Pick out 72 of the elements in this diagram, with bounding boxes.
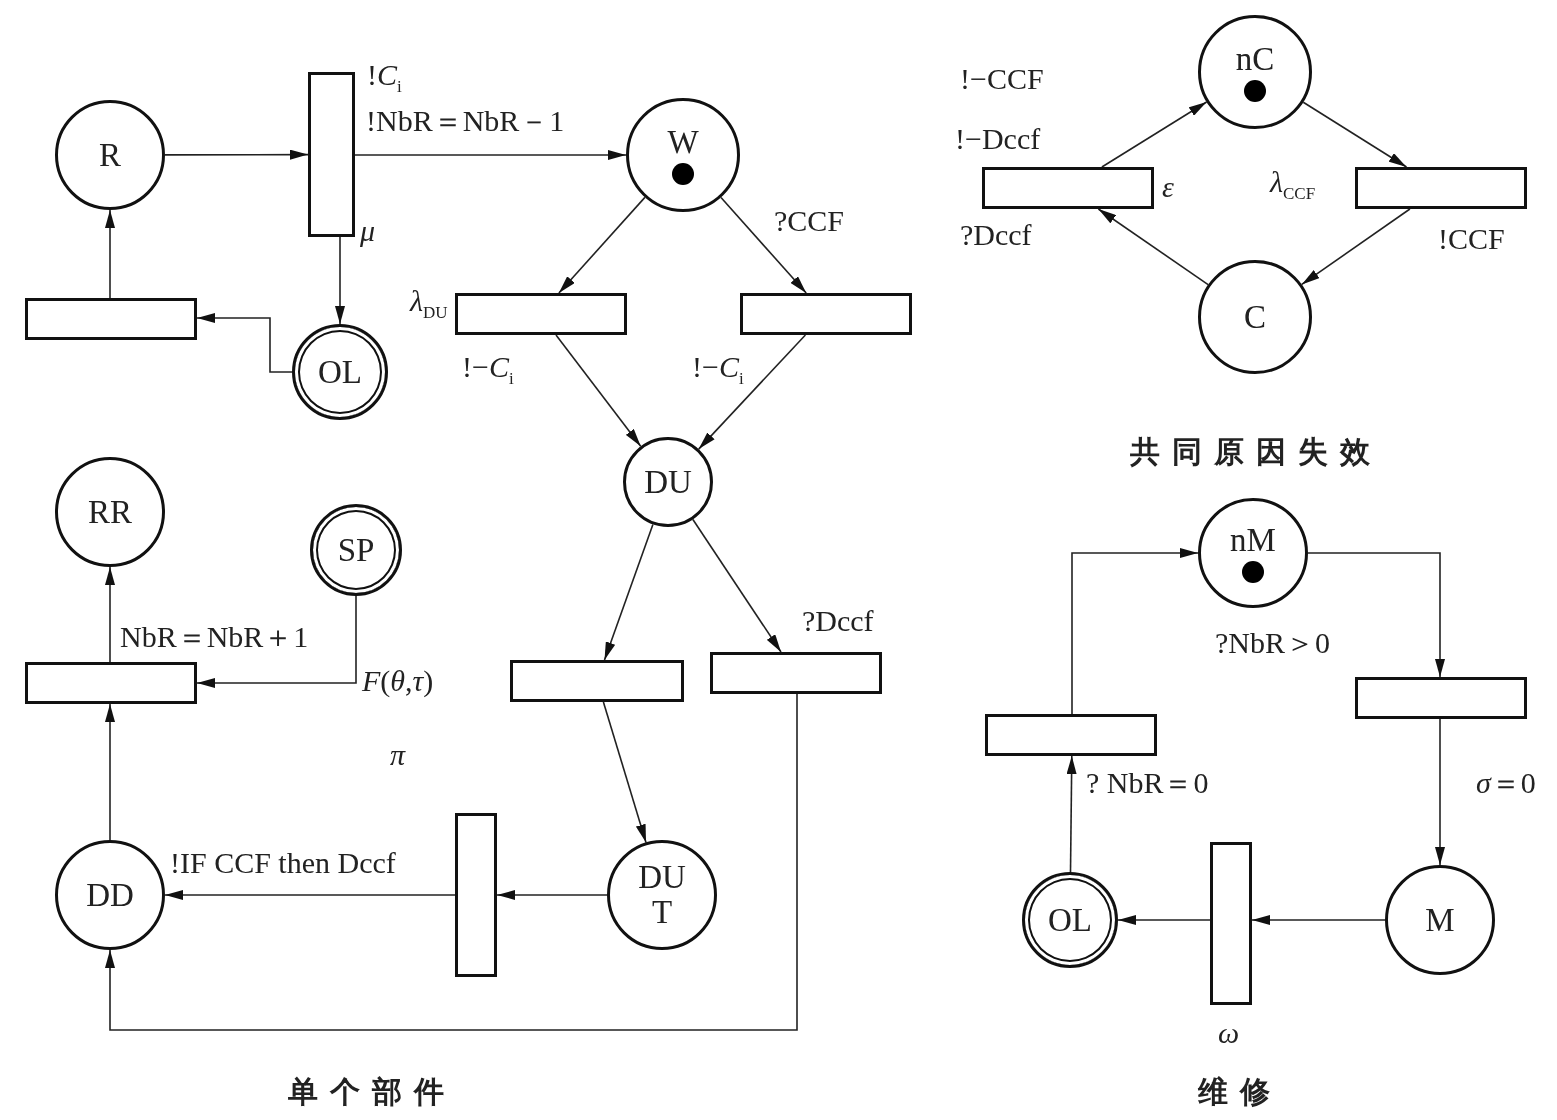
arrow bbox=[105, 566, 115, 663]
arrow bbox=[602, 701, 647, 844]
transition-annotation: λ$_{CCF}$ bbox=[1270, 165, 1316, 204]
transition-annotation: !−CCF bbox=[960, 62, 1044, 95]
place-label: nC bbox=[1235, 41, 1275, 77]
transition-annotation: NbR＝NbR＋1 bbox=[120, 620, 309, 653]
transition-annotation: ?Dccf bbox=[960, 218, 1032, 251]
place-label: DU bbox=[644, 464, 692, 500]
arrow bbox=[1302, 101, 1408, 168]
transition-annotation: σ＝0 bbox=[1476, 766, 1536, 799]
transition-annotation: !−Dccf bbox=[955, 122, 1041, 155]
place-label: OL bbox=[1048, 902, 1092, 938]
transition-annotation: ε bbox=[1162, 170, 1174, 203]
arrow bbox=[1097, 208, 1209, 286]
transition-bar bbox=[455, 813, 497, 977]
transition-annotation: !C$_{i}$ bbox=[367, 58, 402, 97]
arrow bbox=[558, 196, 646, 294]
transition-bar bbox=[1355, 167, 1527, 209]
arrow bbox=[164, 149, 309, 160]
transition-bar bbox=[1355, 677, 1527, 719]
arrow bbox=[196, 595, 357, 688]
transition-bar bbox=[710, 652, 882, 694]
arrow bbox=[1117, 915, 1211, 925]
transition-bar bbox=[985, 714, 1157, 756]
arrow bbox=[555, 334, 642, 447]
arrow bbox=[1435, 718, 1445, 866]
transition-bar bbox=[1210, 842, 1252, 1005]
arrow bbox=[1101, 101, 1208, 168]
arrow bbox=[697, 334, 807, 450]
place-label: DD bbox=[86, 877, 134, 913]
place-label: R bbox=[99, 137, 121, 173]
transition-bar bbox=[510, 660, 684, 702]
arrow bbox=[105, 693, 798, 1031]
arrow bbox=[692, 518, 782, 653]
transition-bar bbox=[982, 167, 1154, 209]
arrow bbox=[196, 313, 293, 373]
arrow bbox=[164, 890, 456, 900]
arrow bbox=[335, 236, 345, 325]
place-label: M bbox=[1425, 902, 1455, 938]
place-label: SP bbox=[337, 532, 375, 568]
transition-bar bbox=[455, 293, 627, 335]
arrow bbox=[603, 523, 654, 661]
arrow bbox=[105, 209, 115, 299]
place-label: DU T bbox=[637, 860, 687, 930]
transition-bar bbox=[740, 293, 912, 335]
subnet-caption: 单个部件 bbox=[288, 1073, 456, 1111]
transition-bar bbox=[25, 298, 197, 340]
arrow bbox=[1301, 208, 1411, 286]
place-label: W bbox=[667, 124, 699, 160]
place-label: C bbox=[1244, 299, 1266, 335]
transition-annotation: λ$_{DU}$ bbox=[410, 284, 448, 323]
rate-label: π bbox=[390, 738, 406, 771]
transition-bar bbox=[308, 72, 355, 237]
arrow bbox=[720, 196, 807, 294]
arrow bbox=[354, 150, 627, 160]
transition-annotation: ? NbR＝0 bbox=[1086, 766, 1209, 799]
transition-bar bbox=[25, 662, 197, 704]
arrow bbox=[1071, 548, 1199, 715]
arrow bbox=[105, 703, 115, 841]
transition-annotation: !CCF bbox=[1438, 222, 1505, 255]
place-label: RR bbox=[88, 494, 132, 530]
arrow bbox=[496, 890, 608, 900]
arrow bbox=[1307, 552, 1445, 678]
arrow bbox=[1066, 755, 1077, 873]
place-label: OL bbox=[318, 354, 362, 390]
place-label: nM bbox=[1230, 522, 1276, 558]
arrow bbox=[1251, 915, 1386, 925]
subnet-caption: 维修 bbox=[1198, 1073, 1282, 1111]
transition-annotation: μ bbox=[360, 214, 376, 247]
transition-annotation: ?NbR＞0 bbox=[1215, 626, 1330, 659]
transition-annotation: ω bbox=[1218, 1016, 1240, 1049]
subnet-caption: 共同原因失效 bbox=[1130, 433, 1382, 471]
